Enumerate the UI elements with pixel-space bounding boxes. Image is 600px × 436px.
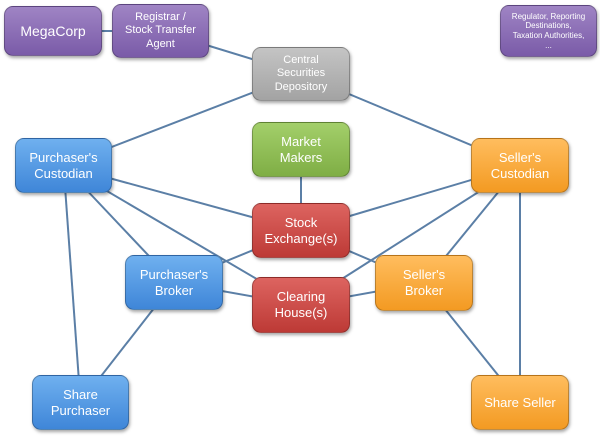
- node-share-seller-label: Share Seller: [484, 394, 556, 410]
- edge-pcust-purchaser: [62, 165, 82, 403]
- node-megacorp: MegaCorp: [4, 6, 102, 56]
- node-megacorp-label: MegaCorp: [20, 22, 86, 39]
- node-share-seller: Share Seller: [471, 375, 569, 430]
